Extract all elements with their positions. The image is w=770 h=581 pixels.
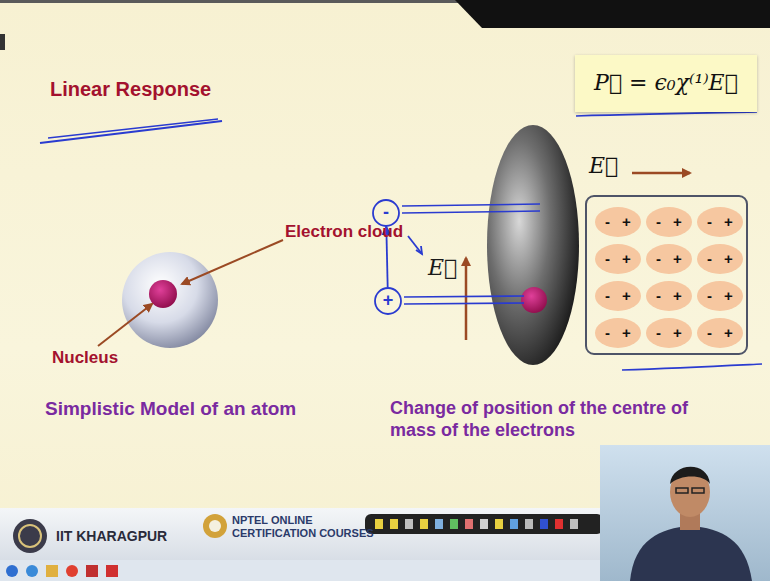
- dipole-oval: -+: [697, 207, 743, 237]
- hand-line: [404, 303, 524, 304]
- caption-text: Change of position of the centre of mass…: [390, 398, 720, 441]
- toolbar-icons: [375, 519, 578, 529]
- dipole-oval: -+: [646, 207, 692, 237]
- dipole-oval: -+: [646, 318, 692, 348]
- leader-arrow: [182, 240, 283, 284]
- hand-underline: [48, 119, 218, 138]
- charge-sign: -: [707, 287, 712, 305]
- charge-sign: -: [605, 324, 610, 342]
- charge-sign: +: [724, 324, 733, 342]
- field-symbol: E⃗: [589, 153, 618, 179]
- charge-sign: +: [673, 250, 682, 268]
- caption-text: Simplistic Model of an atom: [45, 398, 296, 421]
- dipole-oval: -+: [646, 244, 692, 274]
- charge-sign: -: [605, 250, 610, 268]
- hand-underline: [40, 121, 222, 143]
- charge-sign: -: [707, 213, 712, 231]
- dipole-oval: -+: [646, 281, 692, 311]
- charge-sign: +: [622, 213, 631, 231]
- nptel-logo: [203, 514, 227, 538]
- nucleus: [521, 287, 547, 313]
- field-symbol: E⃗: [428, 255, 457, 281]
- dipole-oval: -+: [697, 244, 743, 274]
- edge-mark: [0, 34, 5, 50]
- electron-cloud: [122, 252, 218, 348]
- charge-circle: +: [374, 287, 402, 315]
- charge-sign: -: [707, 324, 712, 342]
- charge-sign: +: [383, 290, 394, 312]
- hand-circle-line: [375, 288, 401, 314]
- charge-sign: +: [724, 213, 733, 231]
- dipole-oval: -+: [697, 281, 743, 311]
- displaced-electron-cloud: [487, 125, 579, 365]
- charge-sign: -: [383, 202, 389, 224]
- charge-sign: +: [724, 287, 733, 305]
- charge-sign: +: [622, 287, 631, 305]
- dipole-oval: -+: [697, 318, 743, 348]
- hand-line: [402, 204, 540, 206]
- charge-sign: -: [707, 250, 712, 268]
- iit-logo: [19, 525, 41, 547]
- formula-box: P⃗ = ϵ₀χ⁽¹⁾E⃗: [575, 55, 757, 112]
- field-arrow: [465, 258, 468, 340]
- nucleus: [149, 280, 177, 308]
- course-name: NPTEL ONLINE CERTIFICATION COURSES: [232, 514, 382, 540]
- charge-sign: +: [724, 250, 733, 268]
- charge-sign: +: [622, 324, 631, 342]
- dipole-oval: -+: [595, 207, 641, 237]
- toolbar: [365, 514, 603, 534]
- hand-circle-line: [373, 200, 399, 226]
- hand-underline: [576, 112, 757, 116]
- hand-line: [408, 236, 422, 254]
- dipole-oval: -+: [595, 318, 641, 348]
- charge-sign: +: [673, 287, 682, 305]
- header-bar: [455, 0, 770, 28]
- slide-title: Linear Response: [50, 77, 211, 101]
- nptel-logo: [209, 520, 221, 532]
- dipole-oval: -+: [595, 281, 641, 311]
- iit-logo: [13, 519, 47, 553]
- charge-sign: -: [656, 213, 661, 231]
- leader-arrow: [98, 304, 152, 346]
- dipole-panel: E⃗-+-+-+-+-+-+-+-+-+-+-+-+: [585, 195, 748, 355]
- part-label: Electron cloud: [285, 222, 403, 242]
- part-label: Nucleus: [52, 348, 118, 368]
- hand-line: [404, 296, 524, 297]
- dipole-oval: -+: [595, 244, 641, 274]
- institute-name: IIT KHARAGPUR: [56, 528, 167, 545]
- hand-line: [402, 211, 540, 213]
- charge-sign: +: [622, 250, 631, 268]
- charge-sign: -: [605, 287, 610, 305]
- charge-sign: -: [656, 324, 661, 342]
- formula-text: P⃗ = ϵ₀χ⁽¹⁾E⃗: [594, 70, 738, 96]
- presenter-video: [600, 445, 770, 581]
- charge-circle: -: [372, 199, 400, 227]
- presenter: [630, 467, 752, 581]
- taskbar-icons: [6, 565, 118, 577]
- charge-sign: +: [673, 324, 682, 342]
- charge-sign: -: [605, 213, 610, 231]
- charge-sign: +: [673, 213, 682, 231]
- charge-sign: -: [656, 250, 661, 268]
- hand-arrowhead: [416, 246, 422, 254]
- charge-sign: -: [656, 287, 661, 305]
- field-arrow: [632, 172, 690, 175]
- hand-underline: [622, 364, 762, 370]
